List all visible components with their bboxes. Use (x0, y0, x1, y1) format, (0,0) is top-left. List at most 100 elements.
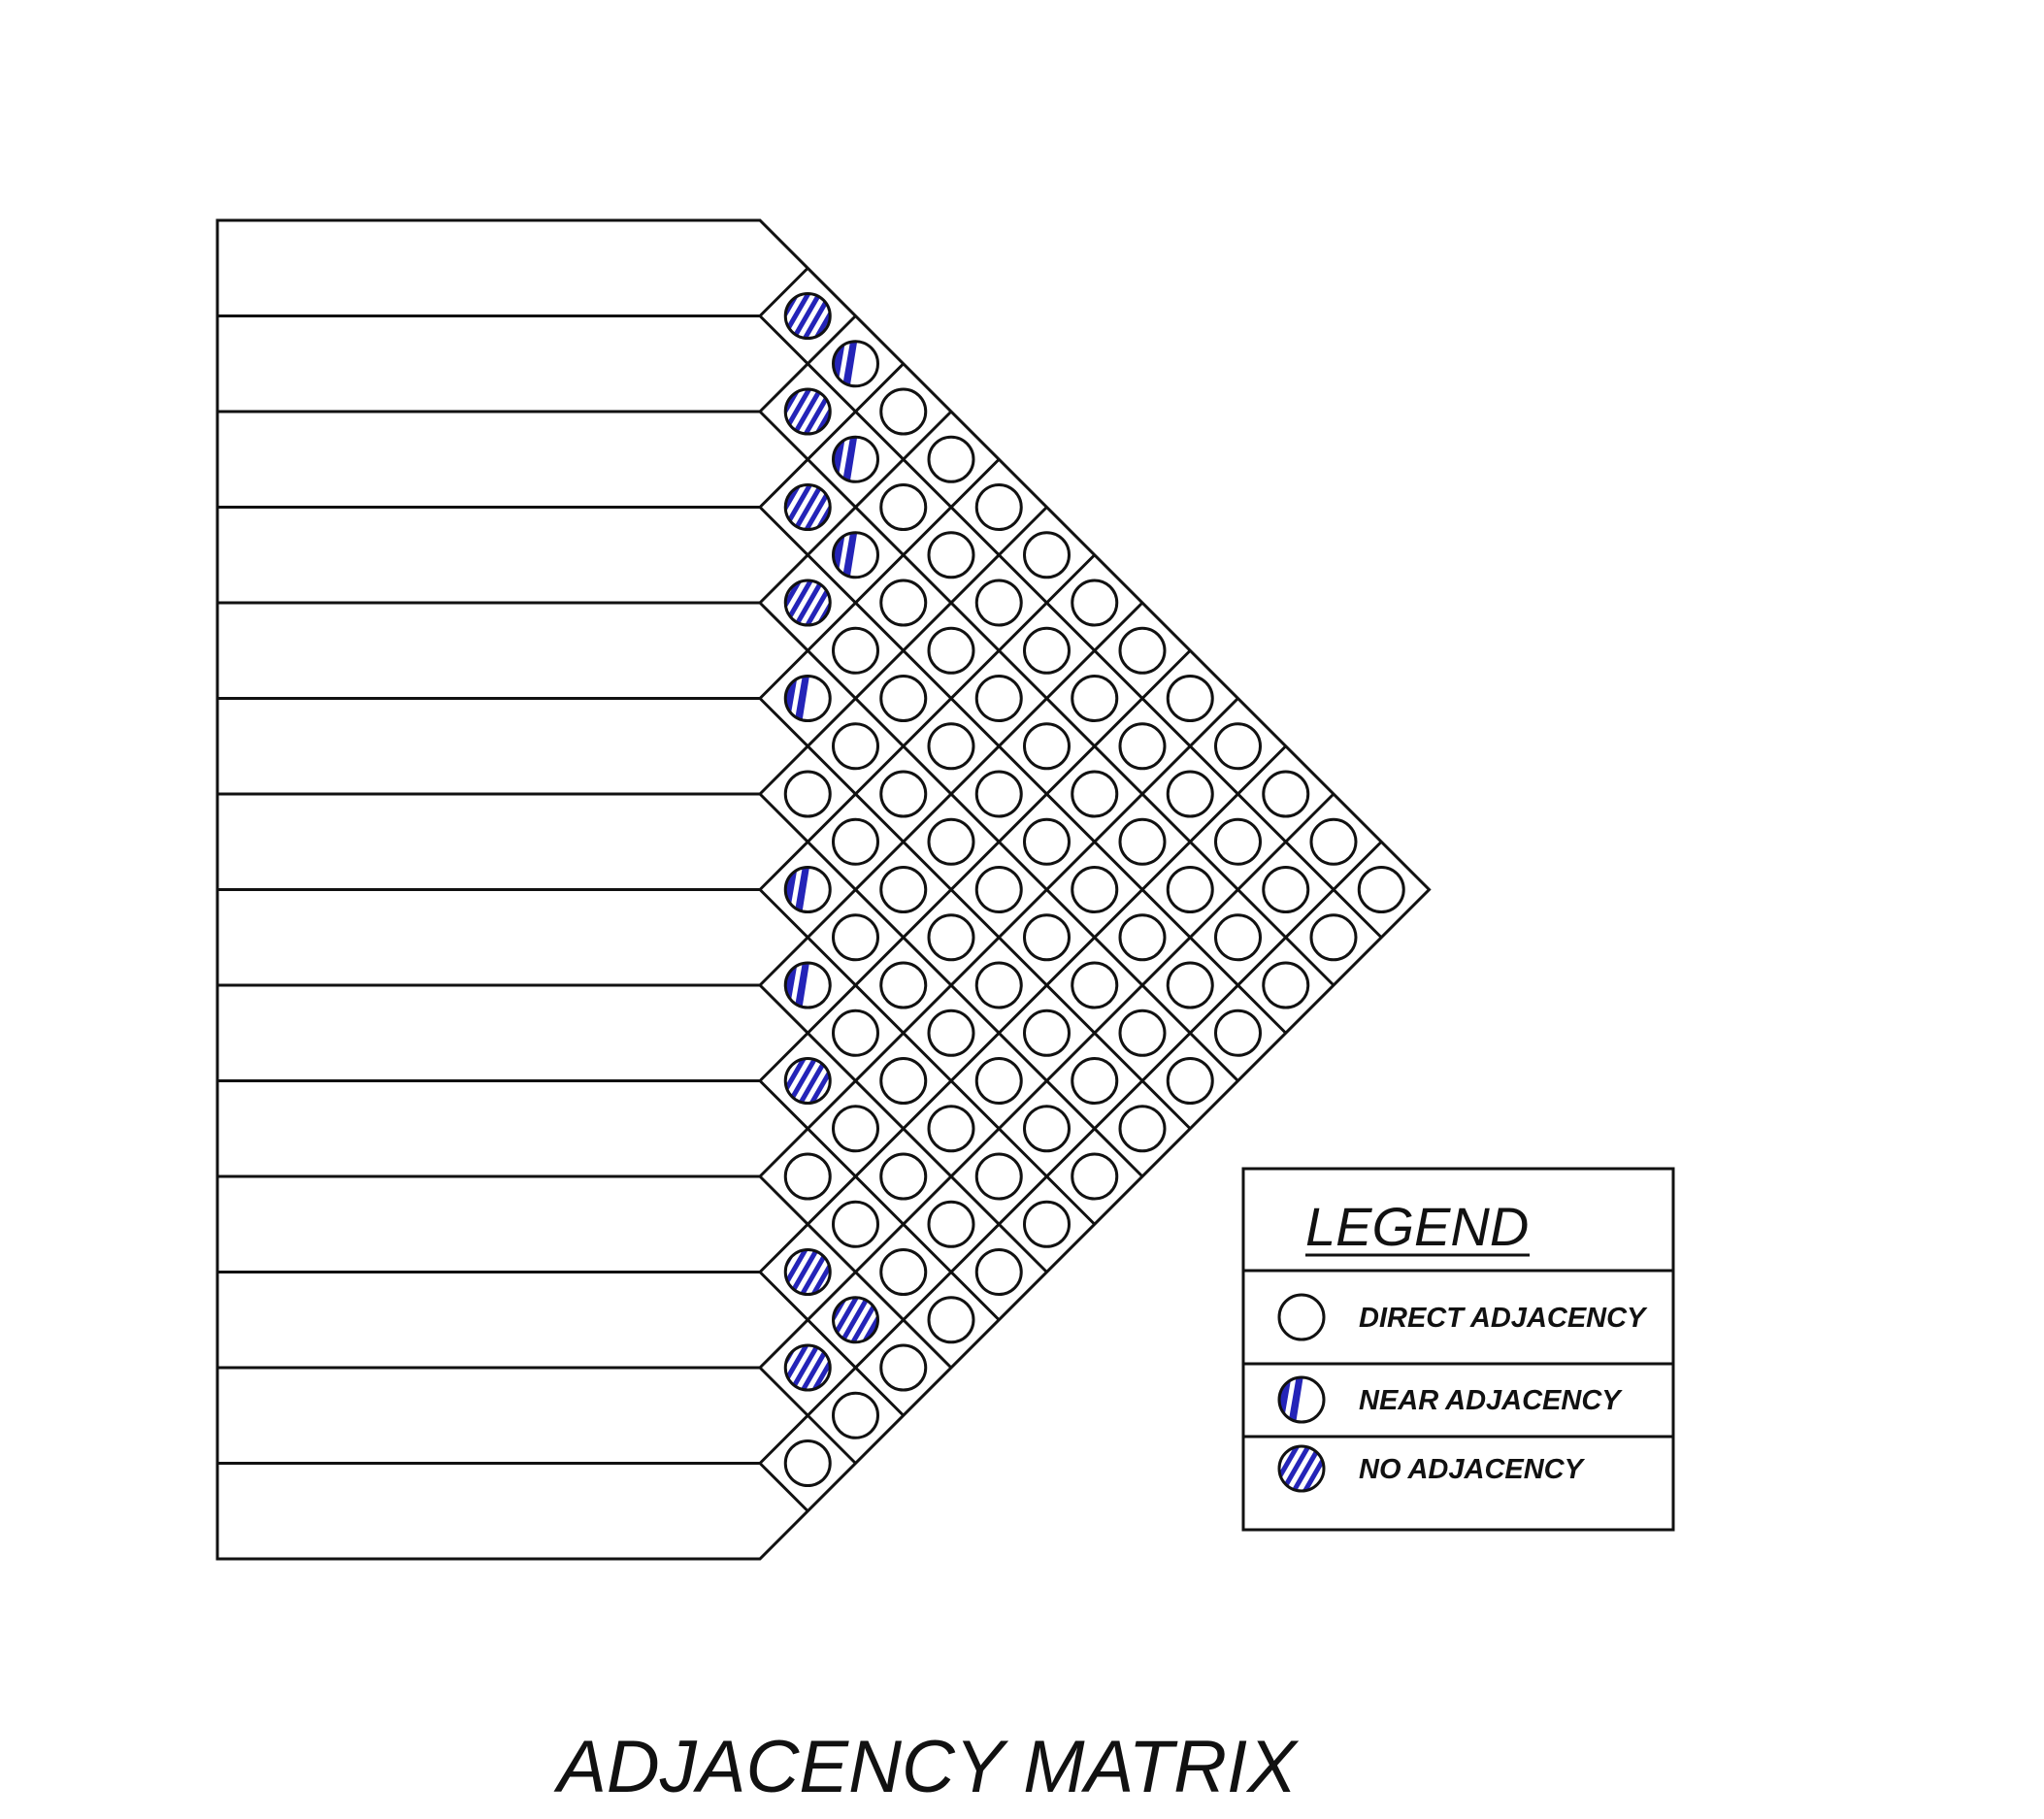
adjacency-symbol-direct (1309, 913, 1358, 962)
adjacency-symbol-direct (1214, 1009, 1262, 1057)
grid-diagonal (758, 314, 1383, 939)
adjacency-symbol-direct (879, 961, 928, 1009)
adjacency-symbol-direct (1118, 817, 1167, 866)
adjacency-symbol-direct (1262, 961, 1310, 1009)
adjacency-symbol-no (783, 1057, 832, 1105)
grid-diagonal (758, 506, 1048, 796)
diagram-caption: ADJACENCY MATRIX (553, 1726, 1300, 1808)
legend-label-direct: DIRECT ADJACENCY (1359, 1303, 1648, 1334)
grid-diagonal (758, 744, 1287, 1273)
adjacency-symbol-direct (1023, 817, 1071, 866)
adjacency-symbol-direct (974, 961, 1023, 1009)
adjacency-symbol-direct (879, 675, 928, 722)
adjacency-symbol-direct (1118, 1009, 1167, 1057)
adjacency-symbol-direct (879, 1248, 928, 1296)
adjacency-symbol-near (832, 435, 879, 483)
adjacency-symbol-direct (1118, 913, 1167, 962)
adjacency-symbol-no (832, 1296, 879, 1344)
adjacency-symbol-no (783, 292, 832, 340)
adjacency-symbol-near (783, 866, 832, 913)
adjacency-symbol-direct (1023, 913, 1071, 962)
adjacency-symbol-direct (974, 770, 1023, 818)
adjacency-symbol-direct (1118, 722, 1167, 771)
adjacency-symbol-direct (832, 722, 879, 771)
adjacency-symbol-near (832, 531, 879, 579)
adjacency-symbol-direct (974, 1057, 1023, 1105)
adjacency-symbol-direct (927, 722, 975, 771)
adjacency-symbol-direct (927, 817, 975, 866)
adjacency-symbol-direct (783, 1152, 832, 1201)
grid-diagonal (758, 1271, 905, 1417)
adjacency-symbol-direct (1023, 1009, 1071, 1057)
adjacency-symbol-direct (1071, 675, 1119, 722)
adjacency-symbol-direct (974, 1248, 1023, 1296)
adjacency-symbol-direct (927, 1009, 975, 1057)
legend-label-near: NEAR ADJACENCY (1359, 1385, 1623, 1416)
adjacency-symbol-direct (927, 913, 975, 962)
adjacency-symbol-direct (832, 913, 879, 962)
grid-diagonal (758, 841, 1383, 1465)
adjacency-symbol-no (783, 579, 832, 627)
legend-symbol-direct (1277, 1293, 1326, 1341)
grid-diagonal (758, 458, 1001, 700)
adjacency-symbol-direct (1118, 1105, 1167, 1153)
adjacency-symbol-direct (1166, 1057, 1214, 1105)
adjacency-symbol-direct (832, 1200, 879, 1248)
grid-diagonal (758, 362, 905, 509)
adjacency-symbol-direct (1071, 866, 1119, 913)
grid-diagonal (758, 601, 1144, 987)
adjacency-symbol-direct (1262, 770, 1310, 818)
adjacency-symbol-direct (1118, 626, 1167, 675)
adjacency-symbol-no (783, 483, 832, 531)
adjacency-symbol-direct (1071, 1057, 1119, 1105)
adjacency-symbol-direct (974, 1152, 1023, 1201)
legend-label-no: NO ADJACENCY (1359, 1454, 1586, 1485)
adjacency-symbol-direct (879, 1343, 928, 1392)
adjacency-symbol-direct (832, 626, 879, 675)
adjacency-symbol-direct (927, 1200, 975, 1248)
grid-diagonal (758, 1462, 809, 1512)
adjacency-symbol-direct (1071, 579, 1119, 627)
adjacency-symbol-direct (832, 1105, 879, 1153)
adjacency-symbol-direct (974, 579, 1023, 627)
grid-diagonal (758, 697, 1239, 1178)
adjacency-symbol-direct (927, 626, 975, 675)
adjacency-symbol-direct (832, 1009, 879, 1057)
adjacency-symbol-direct (879, 866, 928, 913)
adjacency-symbol-direct (927, 1105, 975, 1153)
adjacency-symbol-direct (783, 1439, 832, 1487)
grid-diagonal (758, 314, 857, 413)
adjacency-symbol-direct (927, 531, 975, 579)
adjacency-symbol-direct (1309, 817, 1358, 866)
adjacency-symbol-direct (927, 435, 975, 483)
adjacency-symbol-direct (879, 1057, 928, 1105)
adjacency-symbol-direct (1071, 961, 1119, 1009)
adjacency-symbol-direct (879, 387, 928, 436)
adjacency-symbol-direct (1214, 722, 1262, 771)
adjacency-symbol-direct (879, 579, 928, 627)
legend-symbol-no (1277, 1444, 1326, 1493)
adjacency-symbol-direct (1023, 1105, 1071, 1153)
adjacency-symbol-no (783, 1343, 832, 1392)
grid-diagonal (758, 792, 1335, 1370)
adjacency-symbol-direct (1023, 1200, 1071, 1248)
adjacency-symbol-direct (1023, 626, 1071, 675)
grid-diagonal (758, 506, 1287, 1035)
grid-diagonal (758, 553, 1096, 891)
adjacency-symbol-direct (1214, 817, 1262, 866)
adjacency-symbol-no (783, 387, 832, 436)
adjacency-symbol-direct (974, 483, 1023, 531)
adjacency-symbol-direct (879, 1152, 928, 1201)
adjacency-symbol-direct (974, 866, 1023, 913)
matrix-symbols (783, 292, 1405, 1487)
adjacency-symbol-direct (1166, 961, 1214, 1009)
grid-diagonal (758, 410, 953, 605)
adjacency-symbol-direct (1071, 1152, 1119, 1201)
adjacency-symbol-direct (1166, 675, 1214, 722)
adjacency-symbol-direct (879, 483, 928, 531)
legend-symbol-near (1277, 1375, 1326, 1424)
adjacency-symbol-direct (974, 675, 1023, 722)
grid-diagonal (758, 649, 1192, 1082)
adjacency-symbol-direct (783, 770, 832, 818)
